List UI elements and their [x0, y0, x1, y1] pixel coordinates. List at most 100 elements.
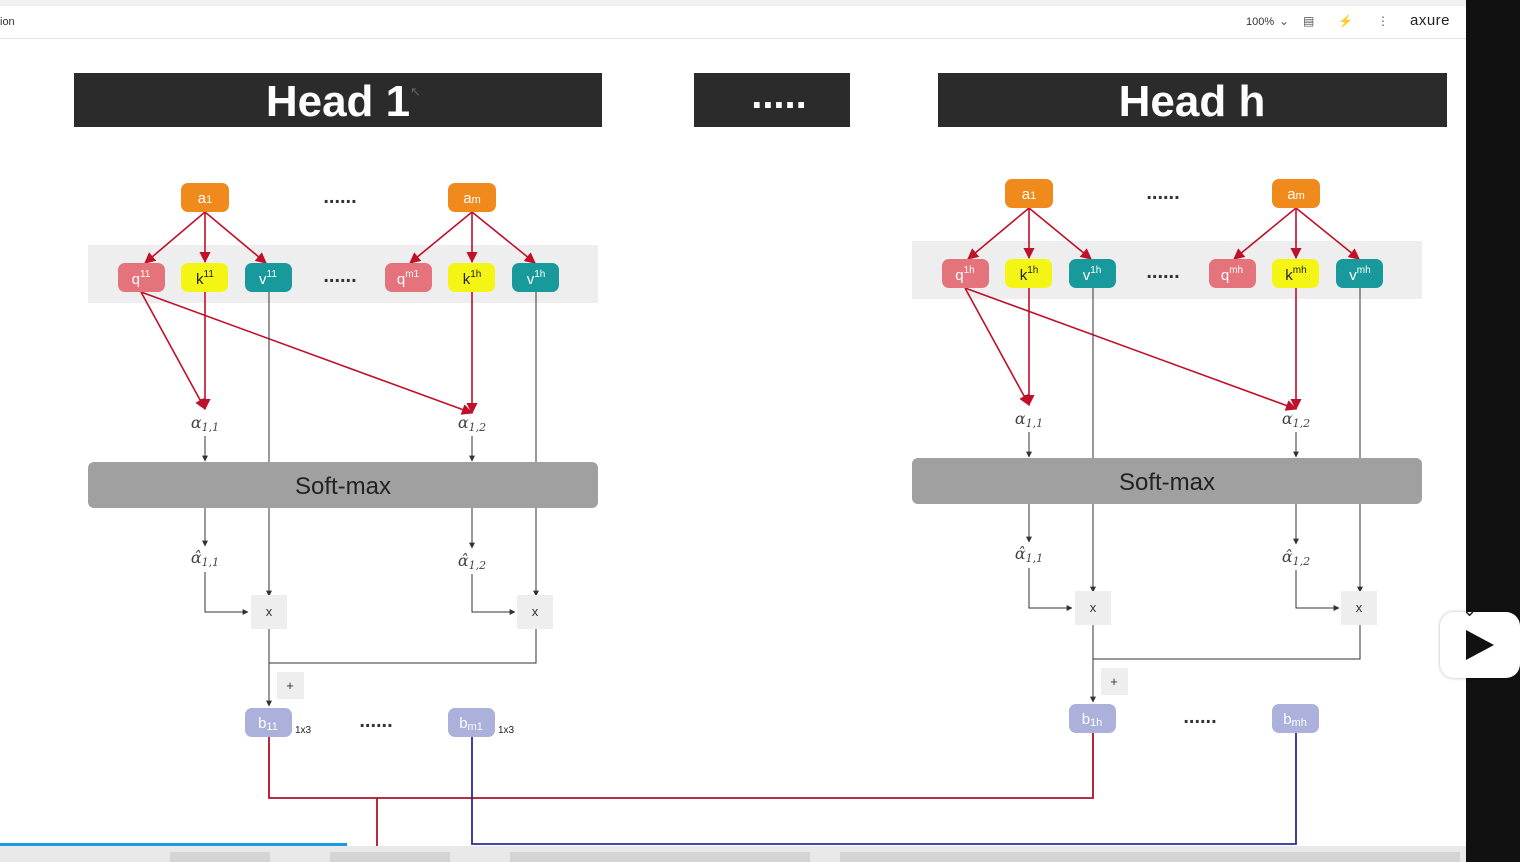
- head1-b2-label: bm1: [459, 715, 483, 733]
- mouse-cursor-icon: ↖: [410, 84, 421, 99]
- zoom-level[interactable]: 100%: [1246, 16, 1275, 28]
- headh-a1-label: a1: [1022, 186, 1036, 203]
- headh-v1-node: [1069, 259, 1116, 288]
- progress-bar[interactable]: [0, 843, 347, 846]
- tv-antenna-icon: ⌄: [1462, 600, 1478, 620]
- tab-title-fragment[interactable]: ion: [0, 16, 15, 28]
- head1-k1-node: [181, 263, 228, 292]
- head1-b1-node: [245, 708, 292, 737]
- headh-am-node: [1272, 179, 1320, 208]
- headh-a-dots: ......: [1146, 182, 1179, 204]
- head1-mult-box-1: [251, 595, 287, 629]
- headh-b1-label: b1h: [1082, 711, 1103, 729]
- multi-head-attention-diagram: Head 1 ..... Head h a1 ...... am q11 k11…: [74, 73, 1447, 846]
- head1-alpha12: α1,2: [458, 413, 486, 434]
- headh-plus-box: [1101, 668, 1128, 695]
- headh-mult-label-1: x: [1090, 600, 1097, 615]
- axure-logo: axure: [1410, 12, 1451, 29]
- headh-header: [938, 73, 1447, 127]
- head1-am-label: am: [463, 190, 481, 207]
- concat-lines: [268, 733, 1297, 846]
- head1-alpha11: α1,1: [191, 413, 219, 434]
- page-icon[interactable]: ▤: [1303, 14, 1315, 28]
- head1-qkv-dots: ......: [323, 265, 356, 287]
- head1-plus-box: [277, 672, 304, 699]
- head1-v2-node: [512, 263, 559, 292]
- play-icon: [1466, 630, 1494, 660]
- middle-header: [694, 73, 850, 127]
- head1-b-dots: ......: [359, 710, 392, 732]
- headh-alphahat11: α̂1,1: [1015, 544, 1043, 565]
- lightning-icon[interactable]: ⚡: [1338, 14, 1353, 28]
- head1-mult-label-2: x: [532, 604, 539, 619]
- head1-q1-label: q11: [132, 269, 151, 288]
- head1-v2-label: v1h: [527, 269, 546, 288]
- head1-k2-label: k1h: [463, 269, 482, 288]
- head1-a-dots: ......: [323, 186, 356, 208]
- bottom-tab-2[interactable]: [330, 852, 450, 862]
- headh-input-arrows: [964, 207, 1360, 411]
- headh-k2-label: kmh: [1285, 265, 1306, 284]
- head1-b2-dim: 1x3: [498, 725, 515, 736]
- middle-title: .....: [751, 73, 807, 117]
- bottom-tab-1[interactable]: [170, 852, 270, 862]
- head1-header: [74, 73, 602, 127]
- head1-am-node: [448, 183, 496, 212]
- head1-q1-node: [118, 263, 165, 292]
- headh-alpha11: α1,1: [1015, 409, 1043, 430]
- app-toolbar: ion 100% ⌄ ▤ ⚡ ⋮ axure: [0, 0, 1466, 39]
- headh-b-dots: ......: [1183, 706, 1216, 728]
- bottom-tab-3[interactable]: [510, 852, 810, 862]
- headh-b2-node: [1272, 704, 1319, 733]
- head1-v1-node: [245, 263, 292, 292]
- head1-a1-node: [181, 183, 229, 212]
- headh-a1-node: [1005, 179, 1053, 208]
- headh-am-label: am: [1287, 186, 1305, 203]
- chevron-down-icon[interactable]: ⌄: [1279, 14, 1290, 28]
- more-options-icon[interactable]: ⋮: [1377, 14, 1389, 28]
- headh-title: Head h: [1119, 77, 1266, 126]
- headh-q2-label: qmh: [1221, 265, 1243, 284]
- headh-mult-box-2: [1341, 591, 1377, 625]
- headh-mult-label-2: x: [1356, 600, 1363, 615]
- head1-softmax: [88, 462, 598, 508]
- head1-softmax-label: Soft-max: [295, 473, 391, 500]
- headh-flow-lines: [1026, 288, 1363, 703]
- head1-v1-label: v11: [259, 269, 277, 288]
- head1-flow-lines: [202, 292, 539, 707]
- headh-mult-box-1: [1075, 591, 1111, 625]
- head1-k1-label: k11: [196, 269, 214, 288]
- head1-mult-label-1: x: [266, 604, 273, 619]
- headh-alpha12: α1,2: [1282, 409, 1310, 430]
- headh-v2-label: vmh: [1349, 265, 1370, 284]
- head1-plus-label: +: [286, 678, 294, 693]
- side-panel: [1466, 0, 1520, 862]
- head1-b1-label: b11: [258, 715, 278, 733]
- bottom-tab-4[interactable]: [840, 852, 1460, 862]
- headh-alphahat12: α̂1,2: [1282, 547, 1310, 568]
- head1-alphahat11: α̂1,1: [191, 548, 219, 569]
- head1-a1-label: a1: [198, 190, 212, 207]
- headh-qkv-dots: ......: [1146, 261, 1179, 283]
- head1-b1-dim: 1x3: [295, 725, 312, 736]
- head1-alphahat12: α̂1,2: [458, 551, 486, 572]
- head1-mult-box-2: [517, 595, 553, 629]
- play-button[interactable]: ⌄: [1440, 600, 1520, 678]
- head1-title: Head 1: [266, 77, 410, 126]
- head1-k2-node: [448, 263, 495, 292]
- head1-q2-node: [385, 263, 432, 292]
- head1-q2-label: qm1: [397, 269, 420, 288]
- headh-k2-node: [1272, 259, 1319, 288]
- headh-v2-node: [1336, 259, 1383, 288]
- headh-q2-node: [1209, 259, 1256, 288]
- head1-input-arrows: [140, 211, 536, 415]
- headh-plus-label: +: [1110, 674, 1118, 689]
- headh-q1-node: [942, 259, 989, 288]
- headh-v1-label: v1h: [1083, 265, 1102, 284]
- toolbar-stripe: [0, 0, 1466, 6]
- headh-softmax-label: Soft-max: [1119, 469, 1215, 496]
- headh-k1-label: k1h: [1020, 265, 1039, 284]
- headh-b2-label: bmh: [1283, 711, 1307, 729]
- headh-softmax: [912, 458, 1422, 504]
- headh-b1-node: [1069, 704, 1116, 733]
